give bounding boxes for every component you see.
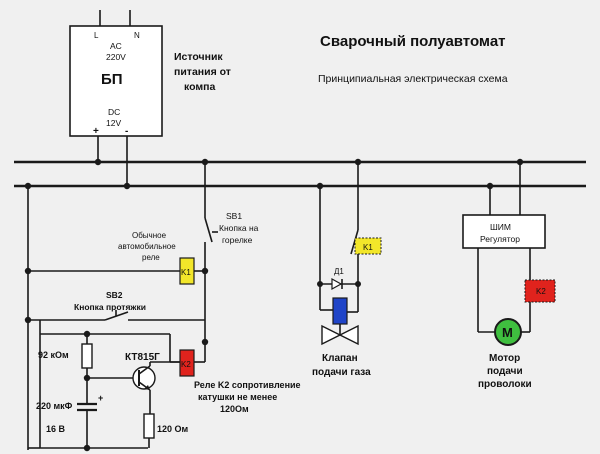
power-supply-box (69, 25, 163, 137)
junction-dot (355, 281, 361, 287)
sb1-desc2: горелке (222, 235, 253, 245)
resistor-120 (143, 413, 155, 439)
psu-l-label: L (94, 31, 99, 40)
motor-label2: подачи (487, 366, 523, 377)
junction-dot (316, 182, 324, 190)
sb1-id: SB1 (226, 211, 242, 221)
junction-dot (317, 281, 323, 287)
resistor-120-label: 120 Ом (157, 424, 189, 434)
resistor-92k-label: 92 кОм (38, 350, 69, 360)
psu-minus-sign: - (125, 126, 128, 137)
junction-dot (24, 267, 32, 275)
junction-dot (24, 316, 32, 324)
relay-k2-label: K2 (181, 360, 191, 369)
sb2-id: SB2 (106, 290, 123, 300)
sb2-desc: Кнопка протяжки (74, 302, 146, 312)
motor-label1: Мотор (489, 353, 520, 364)
wire (138, 365, 151, 375)
diagram-subtitle: Принципиальная электрическая схема (318, 73, 508, 85)
motor-label3: проволоки (478, 379, 532, 390)
relay-k1-desc2: автомобильное (118, 242, 176, 251)
psu-n-label: N (134, 31, 140, 40)
k1-contact-label: K1 (363, 243, 373, 252)
psu-dc-label: DC (108, 107, 120, 117)
sb1-switch (204, 217, 213, 243)
resistor-92k (81, 343, 93, 369)
junction-dot (486, 182, 494, 190)
polygon (144, 385, 150, 390)
psu-caption-line1: Источник (174, 51, 223, 63)
junction-dot (516, 158, 524, 166)
capacitor-plus: + (98, 393, 103, 403)
junction-dot (83, 330, 91, 338)
junction-dot (201, 267, 209, 275)
diagram-title: Сварочный полуавтомат (320, 33, 506, 50)
relay-k2-desc1: Реле K2 сопротивление (194, 380, 301, 390)
psu-name: БП (101, 71, 123, 88)
motor-symbol (494, 318, 522, 346)
capacitor-label2: 16 В (46, 424, 66, 434)
junction-dot (201, 338, 209, 346)
gas-valve-coil (332, 297, 348, 325)
relay-k2-desc3: 120Ом (220, 404, 249, 414)
pwm-line2: Регулятор (480, 234, 520, 244)
k1-contact-switch (350, 229, 359, 255)
gas-valve-label2: подачи газа (312, 367, 371, 378)
sb1-desc1: Кнопка на (219, 223, 259, 233)
relay-k1-desc1: Обычное (132, 231, 167, 240)
junction-dot (201, 158, 209, 166)
relay-k1-desc3: реле (142, 253, 160, 262)
motor-m-letter: M (502, 325, 513, 340)
psu-caption-line3: компа (184, 81, 216, 93)
diode-label: Д1 (334, 267, 344, 276)
gas-valve-label1: Клапан (322, 353, 358, 364)
diode-d1 (331, 277, 343, 291)
psu-ac-label: AC (110, 41, 122, 51)
relay-k2-desc2: катушки не менее (198, 392, 277, 402)
k2-contact-box (524, 279, 556, 303)
k2-contact-label: K2 (536, 287, 546, 296)
pwm-regulator-box (462, 214, 546, 249)
relay-k2-coil (179, 349, 195, 377)
k1-contact-box (354, 237, 382, 255)
psu-caption-line2: питания от (174, 66, 231, 78)
psu-plus-sign: + (93, 126, 99, 137)
transistor-label: КТ815Г (125, 352, 160, 363)
psu-dc-voltage: 12V (106, 118, 121, 128)
junction-dot (83, 444, 91, 452)
capacitor-label1: 220 мкФ (36, 401, 73, 411)
pwm-line1: ШИМ (490, 222, 511, 232)
psu-ac-voltage: 220V (106, 52, 126, 62)
relay-k1-label: K1 (181, 268, 191, 277)
junction-dot (24, 182, 32, 190)
junction-dot (354, 158, 362, 166)
